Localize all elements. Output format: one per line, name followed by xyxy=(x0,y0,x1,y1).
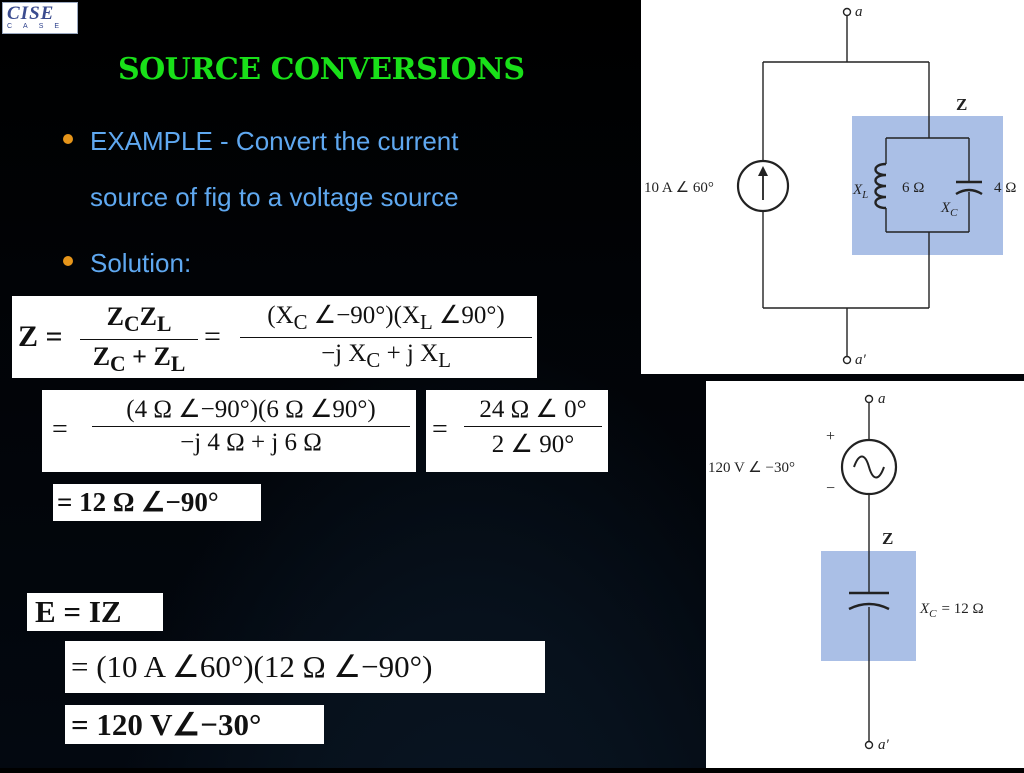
source-label: 120 V ∠ −30° xyxy=(708,460,795,476)
equation-z-simplified: = 24 Ω ∠ 0° 2 ∠ 90° xyxy=(426,390,608,472)
cise-logo: CISE CASE xyxy=(2,2,78,34)
equation-z-definition: Z = ZCZL ZC + ZL = (XC ∠−90°)(XL ∠90°) −… xyxy=(12,296,537,378)
equation-e-definition: E = IZ xyxy=(27,593,163,631)
terminal-a-label: a xyxy=(855,4,863,20)
eq-z-frac1-num: ZCZL xyxy=(106,302,172,337)
terminal-a-prime-label: a′ xyxy=(878,737,890,753)
bullet-dot-icon xyxy=(63,256,73,266)
eq-step2-fraction: (4 Ω ∠−90°)(6 Ω ∠90°) −j 4 Ω + j 6 Ω xyxy=(92,394,410,457)
equation-e-substitution: = (10 A ∠60°)(12 Ω ∠−90°) xyxy=(65,641,545,693)
eq-step3-num: 24 Ω ∠ 0° xyxy=(479,396,587,423)
eq-step3-equals: = xyxy=(432,414,448,445)
terminal-a-label: a xyxy=(878,391,886,407)
capacitor-icon xyxy=(848,591,890,611)
eq-step3-den: 2 ∠ 90° xyxy=(491,431,575,458)
eq-z-fraction-2: (XC ∠−90°)(XL ∠90°) −j XC + j XL xyxy=(240,300,532,373)
terminal-a-prime-label: a′ xyxy=(855,352,867,368)
logo-subtext: CASE xyxy=(7,23,71,30)
capacitor-label: XC xyxy=(940,200,958,219)
eq-z-fraction-1: ZCZL ZC + ZL xyxy=(80,302,198,377)
eq-step2-equals: = xyxy=(52,414,68,445)
terminal-a-icon xyxy=(864,394,874,404)
impedance-box xyxy=(852,116,1003,255)
terminal-a-icon xyxy=(842,7,852,17)
circuit-voltage-source-diagram: a a′ + − 120 V ∠ −30° Z XC= 12 Ω xyxy=(708,391,984,753)
eq-step3-fraction: 24 Ω ∠ 0° 2 ∠ 90° xyxy=(464,394,602,459)
capacitor-icon xyxy=(955,180,983,196)
inductor-value: 6 Ω xyxy=(902,180,924,196)
logo-text: CISE xyxy=(7,3,55,24)
capacitor-label: XC= 12 Ω xyxy=(919,601,984,620)
eq-z-frac1-den: ZC + ZL xyxy=(92,342,186,377)
circuit-voltage-source: a a′ + − 120 V ∠ −30° Z XC= 12 Ω xyxy=(706,381,1024,768)
bullet-example-line2: source of fig to a voltage source xyxy=(90,182,459,212)
eq-step2-den: −j 4 Ω + j 6 Ω xyxy=(180,429,322,456)
plus-sign: + xyxy=(826,428,835,445)
equation-z-result: = 12 Ω ∠−90° xyxy=(53,484,261,521)
bullet-solution: Solution: xyxy=(63,235,192,291)
voltage-source-icon xyxy=(840,438,898,496)
inductor-icon xyxy=(874,162,887,210)
equation-z-substitution: = (4 Ω ∠−90°)(6 Ω ∠90°) −j 4 Ω + j 6 Ω xyxy=(42,390,416,472)
eq-step2-num: (4 Ω ∠−90°)(6 Ω ∠90°) xyxy=(126,396,376,423)
z-label: Z xyxy=(882,529,893,548)
inductor-label: XL xyxy=(852,182,868,201)
bullet-solution-text: Solution: xyxy=(90,248,192,278)
eq-z-frac2-den: −j XC + j XL xyxy=(321,340,451,372)
eq-z-frac2-num: (XC ∠−90°)(XL ∠90°) xyxy=(267,302,505,334)
bullet-dot-icon xyxy=(63,134,73,144)
source-label: 10 A ∠ 60° xyxy=(644,180,714,196)
minus-sign: − xyxy=(826,480,835,497)
slide-title: SOURCE CONVERSIONS xyxy=(118,52,525,87)
capacitor-value: 4 Ω xyxy=(994,180,1016,196)
terminal-a-prime-icon xyxy=(842,355,852,365)
current-source-icon xyxy=(736,159,790,213)
circuit-current-source-diagram: a a′ Z 10 A ∠ 60° XL 6 Ω XC 4 Ω xyxy=(644,4,1016,368)
circuit-current-source: a a′ Z 10 A ∠ 60° XL 6 Ω XC 4 Ω xyxy=(641,0,1024,374)
bullet-example-line1: EXAMPLE - Convert the current xyxy=(90,126,459,156)
equation-e-result: = 120 V∠−30° xyxy=(65,705,324,744)
bullet-example: EXAMPLE - Convert the current source of … xyxy=(63,113,459,225)
z-label: Z xyxy=(956,95,967,114)
eq-z-equals: = xyxy=(204,320,221,353)
terminal-a-prime-icon xyxy=(864,740,874,750)
eq-z-lhs: Z = xyxy=(18,320,63,353)
